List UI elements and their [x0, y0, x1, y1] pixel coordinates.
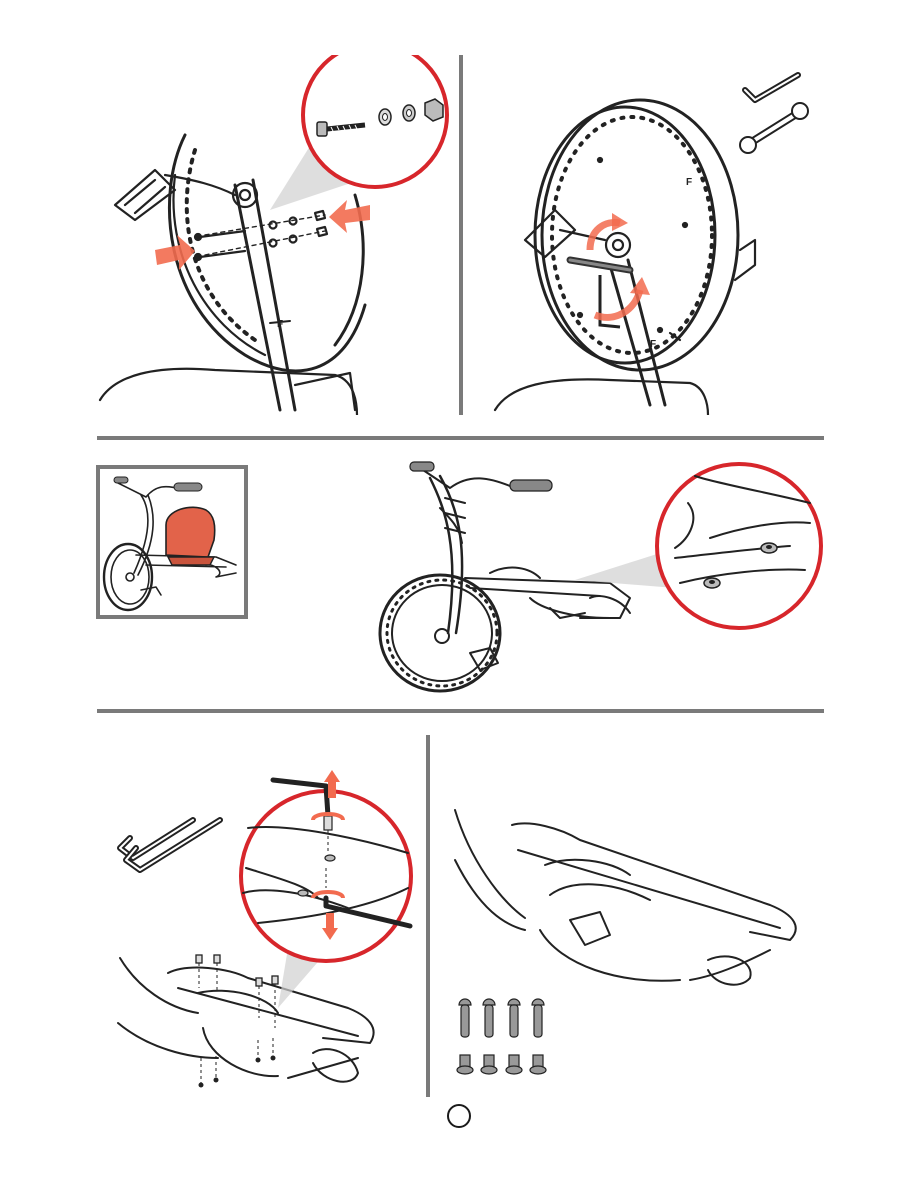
inset-trike-seat-highlighted [96, 465, 248, 619]
step-1-illustration: F [95, 55, 455, 415]
step-attach-pedal-crank: F [95, 55, 455, 415]
hardware-callout [303, 55, 447, 187]
divider-vertical-top [459, 55, 463, 415]
nut-icon [530, 1055, 546, 1074]
front-mark-label: F [277, 319, 283, 330]
divider-horizontal-1 [97, 436, 824, 440]
divider-vertical-bottom [426, 735, 430, 1097]
wrench-on-nut [570, 260, 630, 270]
step-5-illustration [450, 800, 810, 1090]
nut-icon [506, 1055, 522, 1074]
insert-arrow-right [329, 200, 370, 233]
allen-wrench-icon [745, 75, 798, 100]
step-4-illustration [108, 758, 420, 1098]
inset-trike-illustration [96, 465, 248, 619]
nut-icon [481, 1055, 497, 1074]
nut-icon [457, 1055, 473, 1074]
step-keep-hardware [450, 800, 810, 1090]
allen-wrench-icon [126, 820, 220, 870]
step-remove-seat [370, 458, 825, 703]
page-number [447, 1104, 471, 1128]
bolt-icon [483, 999, 495, 1037]
bolt-icon [532, 999, 544, 1037]
nut-icon [199, 1056, 276, 1088]
bolt-removal-callout [241, 770, 411, 961]
seat-mount-holes-callout [657, 464, 821, 628]
bolt-icon [196, 955, 278, 986]
hardware-nuts [457, 1055, 546, 1074]
mount-hole-icon [704, 578, 720, 588]
nut-icon [425, 99, 443, 121]
bolt-icon [459, 999, 471, 1037]
step-3-illustration [370, 458, 825, 703]
front-mark-label: F [686, 177, 692, 188]
bolt-icon [508, 999, 520, 1037]
step-tighten-bolts: F F [480, 65, 825, 415]
step-remove-bolts [108, 758, 420, 1098]
mount-hole-icon [761, 543, 777, 553]
flat-washer-icon [379, 109, 391, 125]
hardware-bolts [459, 999, 544, 1037]
open-end-wrench-icon [740, 103, 808, 153]
lock-washer-icon [403, 105, 415, 121]
step-2-illustration: F F [480, 65, 825, 415]
front-mark-label: F [650, 339, 656, 350]
divider-horizontal-2 [97, 709, 824, 713]
seat-highlight [166, 507, 215, 565]
